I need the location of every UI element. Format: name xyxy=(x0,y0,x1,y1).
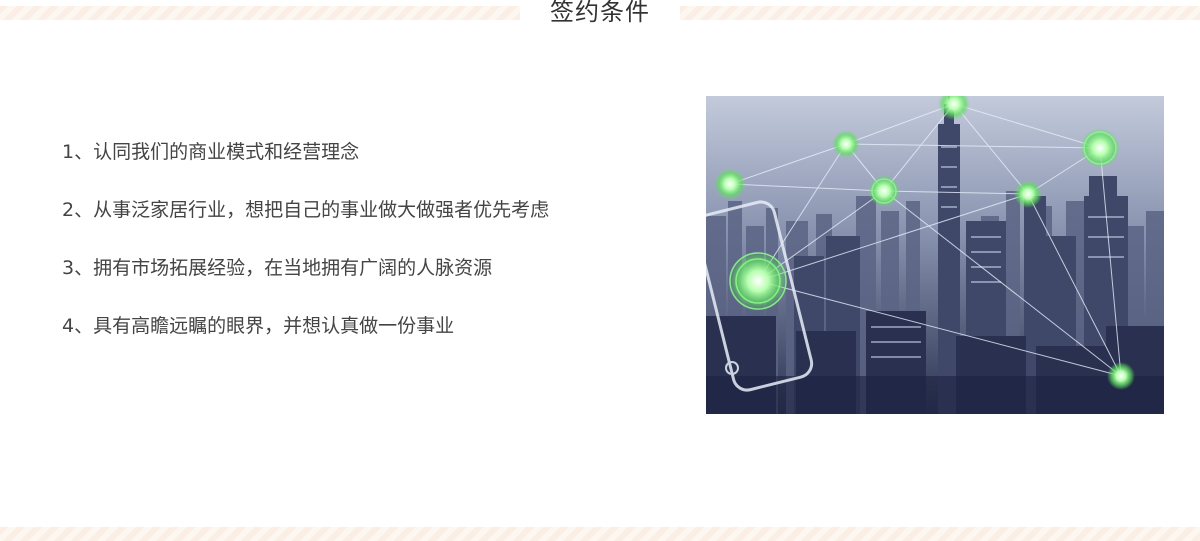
condition-item-2: 2、从事泛家居行业，想把自己的事业做大做强者优先考虑 xyxy=(62,199,550,221)
smart-city-network-image xyxy=(706,96,1164,414)
section-title: 签约条件 xyxy=(550,0,650,26)
decorative-stripe-top-right xyxy=(680,6,1200,20)
decorative-stripe-bottom xyxy=(0,527,1200,541)
condition-item-3: 3、拥有市场拓展经验，在当地拥有广阔的人脉资源 xyxy=(62,257,493,279)
decorative-stripe-top-left xyxy=(0,6,520,20)
condition-item-4: 4、具有高瞻远瞩的眼界，并想认真做一份事业 xyxy=(62,315,455,337)
conditions-list: 1、认同我们的商业模式和经营理念 2、从事泛家居行业，想把自己的事业做大做强者优… xyxy=(62,132,549,364)
condition-item-1: 1、认同我们的商业模式和经营理念 xyxy=(62,141,360,163)
